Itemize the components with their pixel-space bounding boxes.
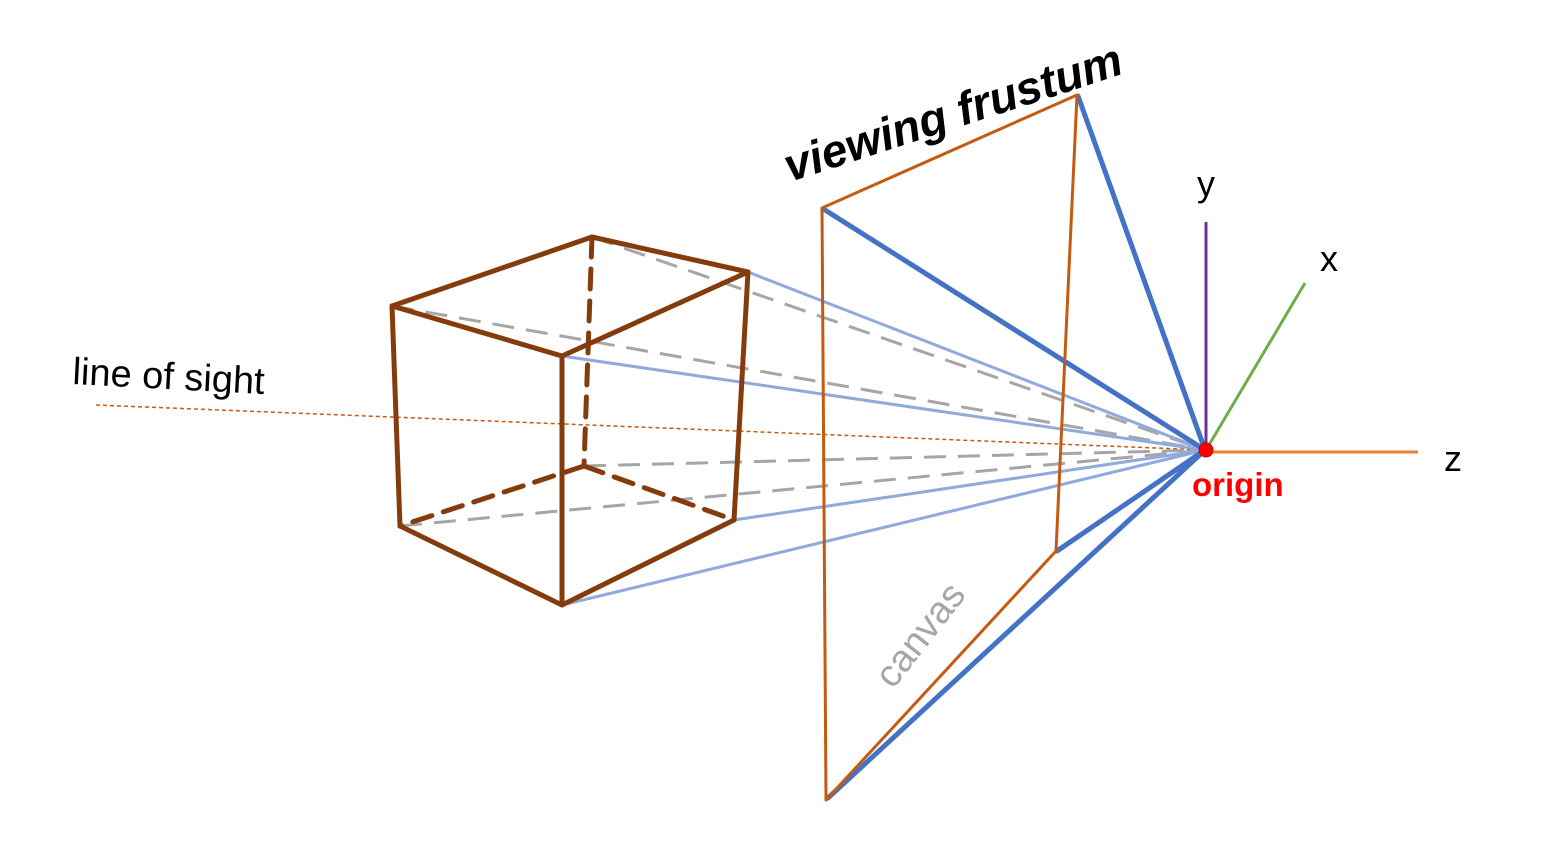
- ray-bottom-right: [733, 448, 1206, 522]
- ray-hidden-top-left: [391, 304, 1206, 452]
- cube-edge-top-left-front: [389, 303, 565, 359]
- axes: [1204, 222, 1418, 454]
- x-axis-label: x: [1320, 238, 1338, 279]
- ray-bottom-front: [561, 448, 1206, 607]
- origin-point: [1198, 442, 1214, 458]
- cube-edge-hidden-bottom-left: [397, 463, 587, 529]
- cube: [389, 234, 751, 608]
- frustum-edge-bottom-right: [1054, 447, 1208, 554]
- ray-top-front: [561, 354, 1206, 452]
- cube-edge-top-right-back: [589, 234, 751, 275]
- cube-edge-bottom-left-front: [397, 523, 565, 608]
- cube-edge-bottom-right-front: [559, 517, 737, 608]
- cube-edge-left-vertical: [389, 303, 403, 529]
- frustum-edge-top-left: [822, 207, 1208, 453]
- frustum-edge-bottom-left: [825, 447, 1208, 801]
- cube-visible-edges: [389, 234, 751, 608]
- visible-projection-rays: [561, 270, 1206, 607]
- hidden-projection-rays: [391, 235, 1206, 528]
- line-of-sight-label: line of sight: [72, 351, 267, 403]
- frustum-edges: [822, 93, 1208, 801]
- cube-edge-hidden-vertical: [581, 234, 595, 469]
- x-axis: [1204, 282, 1307, 451]
- ray-hidden-bottom-back: [583, 448, 1206, 468]
- cube-hidden-edges: [397, 234, 737, 529]
- z-axis-label: z: [1444, 438, 1462, 479]
- frustum-edge-top-right: [1075, 93, 1208, 453]
- ray-hidden-top-back: [591, 235, 1206, 452]
- line-of-sight: [95, 404, 1206, 451]
- canvas-frame: [820, 93, 1079, 802]
- y-axis-label: y: [1197, 163, 1215, 204]
- origin-label: origin: [1192, 466, 1284, 503]
- cube-edge-right-vertical: [731, 269, 751, 523]
- cube-edge-hidden-bottom-right: [581, 463, 737, 523]
- cube-edge-top-back: [389, 234, 595, 309]
- ray-top-right: [747, 270, 1206, 452]
- cube-edge-top-right-front: [559, 269, 751, 359]
